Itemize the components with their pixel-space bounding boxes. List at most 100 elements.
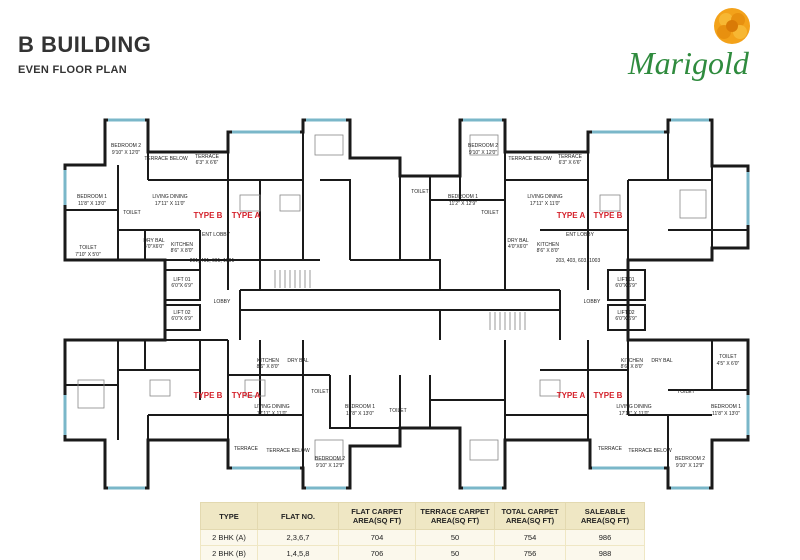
- room-dim-toilet: 4'5" X 6'0": [717, 361, 740, 367]
- unit-type-label: TYPE B: [194, 391, 223, 400]
- table-cell: 754: [494, 529, 566, 546]
- table-cell: 50: [415, 529, 495, 546]
- staircase: [274, 270, 526, 330]
- room-label-living: LIVING DINING: [616, 404, 651, 410]
- room-label-toilet: TOILET: [411, 189, 428, 195]
- room-label-bedroom2: BEDROOM 2: [468, 143, 498, 149]
- table-cell: 50: [415, 545, 495, 560]
- room-label-toilet: TOILET: [311, 389, 328, 395]
- room-label-terrace: TERRACE: [558, 154, 583, 160]
- unit-type-label: TYPE A: [232, 391, 261, 400]
- room-dim-lift1: 6'0"X 6'9": [615, 283, 637, 289]
- table-cell: 2 BHK (A): [200, 529, 258, 546]
- room-dim-kitchen: 8'6" X 8'0": [621, 364, 644, 370]
- area-table: TYPE FLAT NO. FLAT CARPET AREA(SQ FT) TE…: [200, 502, 645, 560]
- room-label-terrace: TERRACE: [234, 446, 259, 452]
- room-dim-living: 17'11" X 11'0": [619, 411, 650, 417]
- room-dim-lift2: 6'0"X 6'9": [171, 316, 193, 322]
- table-header-cell: TOTAL CARPET AREA(SQ FT): [494, 502, 566, 530]
- unit-type-label: TYPE B: [594, 211, 623, 220]
- room-dim-dry-bal: 4'0"X6'0": [144, 244, 164, 250]
- table-header-cell: FLAT CARPET AREA(SQ FT): [338, 502, 416, 530]
- table-cell: 756: [494, 545, 566, 560]
- outer-walls: [63, 118, 750, 490]
- room-label-lift1: LIFT 01: [617, 277, 634, 283]
- room-label-ent-lobby: ENT LOBBY: [566, 232, 595, 238]
- room-dim-living: 17'11" X 11'0": [155, 201, 186, 207]
- room-label-toilet: TOILET: [719, 354, 736, 360]
- room-label-bedroom1: BEDROOM 1: [711, 404, 741, 410]
- room-dim-kitchen: 8'6" X 8'0": [171, 248, 194, 254]
- inner-walls: [65, 120, 748, 488]
- room-label-bedroom1: BEDROOM 1: [448, 194, 478, 200]
- room-label-dry-bal: DRY BAL: [287, 358, 308, 364]
- room-dim-bedroom1: 11'8" X 13'0": [712, 411, 740, 417]
- room-label-lift2: LIFT 02: [617, 310, 634, 316]
- room-label-bedroom2: BEDROOM 2: [675, 456, 705, 462]
- room-dim-bedroom2: 9'10" X 12'0": [469, 150, 497, 156]
- flat-numbers-label: 201, 401, 601, 1001: [190, 258, 235, 264]
- room-dim-toilet: 7'10" X 5'0": [75, 252, 101, 258]
- room-label-dry-bal: DRY BAL: [143, 238, 164, 244]
- room-label-lobby: LOBBY: [584, 299, 601, 305]
- room-label-kitchen: KITCHEN: [257, 358, 279, 364]
- table-row: 2 BHK (B) 1,4,5,8 706 50 756 988: [200, 545, 645, 560]
- table-cell: 988: [565, 545, 645, 560]
- room-label-terrace-below: TERRACE BELOW: [508, 156, 552, 162]
- room-dim-bedroom1: 11'8" X 13'0": [78, 201, 106, 207]
- table-row: 2 BHK (A) 2,3,6,7 704 50 754 986: [200, 529, 645, 546]
- room-dim-bedroom2: 9'10" X 12'9": [676, 463, 704, 469]
- room-label-bedroom1: BEDROOM 1: [77, 194, 107, 200]
- marigold-logo: Marigold: [627, 8, 750, 81]
- room-dim-bedroom1: 11'8" X 13'0": [346, 411, 374, 417]
- furniture: [77, 134, 707, 461]
- room-label-lift1: LIFT 01: [173, 277, 190, 283]
- marigold-flower-icon: [714, 8, 750, 44]
- room-label-toilet: TOILET: [79, 245, 96, 251]
- table-cell: 704: [338, 529, 416, 546]
- floor-plan-drawing: BEDROOM 2 9'10" X 12'0" BEDROOM 2 9'10" …: [63, 118, 750, 490]
- room-label-living: LIVING DINING: [254, 404, 289, 410]
- unit-type-label: TYPE A: [232, 211, 261, 220]
- room-label-living: LIVING DINING: [152, 194, 187, 200]
- room-label-bedroom2: BEDROOM 2: [315, 456, 345, 462]
- room-dim-living: 17'11" X 11'0": [530, 201, 561, 207]
- room-label-living: LIVING DINING: [527, 194, 562, 200]
- unit-type-label: TYPE B: [194, 211, 223, 220]
- room-label-ent-lobby: ENT LOBBY: [202, 232, 231, 238]
- room-label-kitchen: KITCHEN: [621, 358, 643, 364]
- room-label-terrace: TERRACE: [598, 446, 623, 452]
- room-dim-kitchen: 8'6" X 8'0": [257, 364, 280, 370]
- table-cell: 986: [565, 529, 645, 546]
- table-cell: 2,3,6,7: [257, 529, 339, 546]
- room-label-terrace: TERRACE: [195, 154, 220, 160]
- room-label-toilet: TOILET: [389, 408, 406, 414]
- room-label-toilet: TOILET: [677, 389, 694, 395]
- room-dim-bedroom1: 11'2" X 12'9": [449, 201, 477, 207]
- room-dim-dry-bal: 4'0"X6'0": [508, 244, 528, 250]
- room-dim-terrace: 6'3" X 6'6": [559, 160, 582, 166]
- room-dim-living: 17'11" X 11'0": [257, 411, 288, 417]
- table-header-row: TYPE FLAT NO. FLAT CARPET AREA(SQ FT) TE…: [200, 502, 645, 530]
- table-header-cell: FLAT NO.: [257, 502, 339, 530]
- table-cell: 2 BHK (B): [200, 545, 258, 560]
- table-header-cell: SALEABLE AREA(SQ FT): [565, 502, 645, 530]
- room-label-dry-bal: DRY BAL: [651, 358, 672, 364]
- room-label-terrace-below: TERRACE BELOW: [628, 448, 672, 454]
- table-cell: 706: [338, 545, 416, 560]
- room-label-bedroom1: BEDROOM 1: [345, 404, 375, 410]
- room-dim-terrace: 6'3" X 6'6": [196, 160, 219, 166]
- room-label-toilet: TOILET: [481, 210, 498, 216]
- unit-type-label: TYPE A: [557, 211, 586, 220]
- room-label-bedroom2: BEDROOM 2: [111, 143, 141, 149]
- room-label-terrace-below: TERRACE BELOW: [144, 156, 188, 162]
- windows: [63, 118, 750, 490]
- table-header-cell: TYPE: [200, 502, 258, 530]
- room-label-kitchen: KITCHEN: [171, 242, 193, 248]
- flat-numbers-label: 203, 403, 603, 1003: [556, 258, 601, 264]
- room-dim-kitchen: 8'6" X 8'0": [537, 248, 560, 254]
- table-cell: 1,4,5,8: [257, 545, 339, 560]
- table-header-cell: TERRACE CARPET AREA(SQ FT): [415, 502, 495, 530]
- unit-type-label: TYPE B: [594, 391, 623, 400]
